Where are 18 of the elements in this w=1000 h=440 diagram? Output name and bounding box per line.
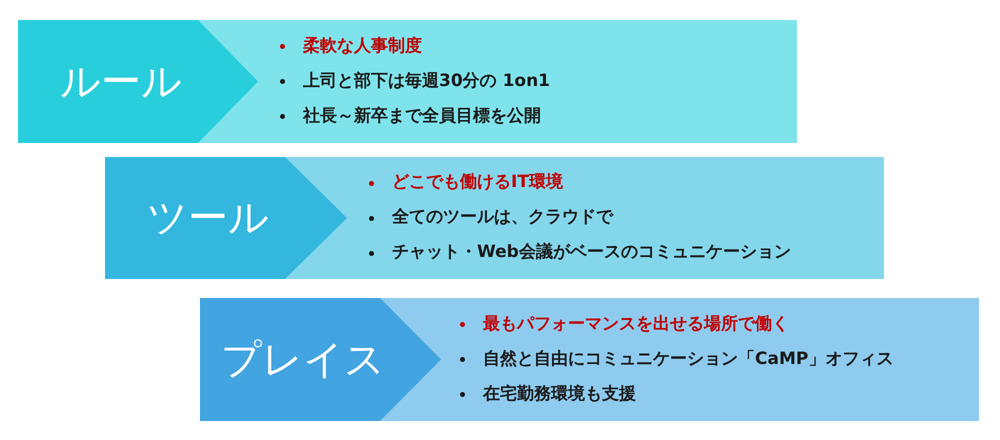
section-title: ツール — [147, 196, 269, 240]
bullet-text: 自然と自由にコミュニケーション「CaMP」オフィス — [483, 348, 894, 370]
content-band — [18, 20, 797, 143]
content-band — [200, 298, 979, 421]
bullet-text: 全てのツールは、クラウドで — [392, 207, 613, 228]
bullet-text: 上司と部下は毎週30分の 1on1 — [303, 70, 550, 92]
highlighted-bullet-text: 最もパフォーマンスを出せる場所で働く — [483, 314, 789, 335]
highlighted-bullet-text: どこでも働けるIT環境 — [392, 172, 563, 194]
content-band — [105, 157, 884, 279]
section-title: プレイス — [221, 338, 385, 382]
section-title: ルール — [60, 60, 182, 104]
chevron-tab — [200, 298, 441, 421]
bullet-text: 社長～新卒まで全員目標を公開 — [303, 106, 541, 127]
highlighted-bullet-text: 柔軟な人事制度 — [303, 36, 422, 57]
bullet-text: 在宅勤務環境も支援 — [483, 384, 636, 405]
bullet-text: チャット・Web会議がベースのコミュニケーション — [392, 242, 791, 264]
chevron-tab — [105, 157, 347, 279]
chevron-tab — [18, 20, 258, 143]
